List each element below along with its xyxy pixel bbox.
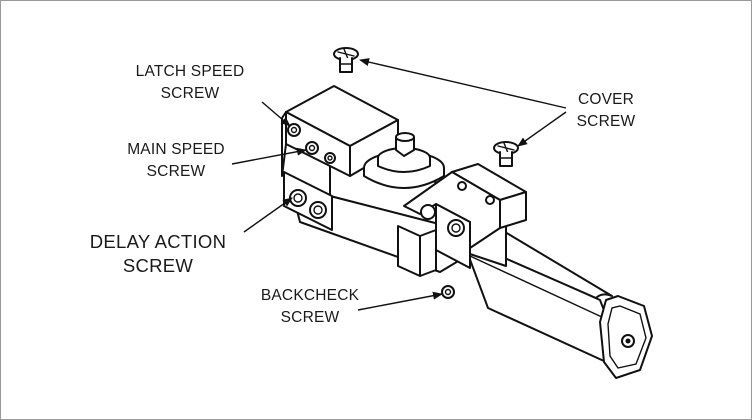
delay-action-screw <box>289 189 327 219</box>
svg-text:SCREW: SCREW <box>147 163 206 180</box>
main-speed-label: MAIN SPEED SCREW <box>127 141 225 180</box>
cover-screw-top <box>333 47 359 73</box>
cover-leader-right <box>517 111 567 147</box>
cover-leader-top <box>359 58 567 109</box>
cover-screw-right <box>493 141 519 167</box>
backcheck-label: BACKCHECK SCREW <box>261 287 360 326</box>
latch-speed-leader <box>261 101 291 127</box>
svg-text:DELAY ACTION: DELAY ACTION <box>90 231 227 252</box>
cover-label: COVER SCREW <box>577 91 636 130</box>
svg-text:BACKCHECK: BACKCHECK <box>261 287 360 304</box>
backcheck-screw <box>441 285 455 299</box>
main-speed-screw <box>305 141 336 164</box>
latch-speed-label: LATCH SPEED SCREW <box>136 63 245 102</box>
right-housing <box>403 163 527 269</box>
svg-text:SCREW: SCREW <box>281 309 340 326</box>
backcheck-leader <box>357 291 443 311</box>
svg-text:MAIN SPEED: MAIN SPEED <box>127 141 225 158</box>
svg-text:LATCH SPEED: LATCH SPEED <box>136 63 245 80</box>
svg-text:SCREW: SCREW <box>577 113 636 130</box>
svg-text:SCREW: SCREW <box>161 85 220 102</box>
delay-action-leader <box>243 197 293 233</box>
main-speed-leader <box>231 147 307 165</box>
svg-text:COVER: COVER <box>578 91 634 108</box>
delay-action-label: DELAY ACTION SCREW <box>90 231 227 276</box>
svg-text:SCREW: SCREW <box>123 255 194 276</box>
pinion <box>363 132 445 189</box>
cylinder-end-cap <box>599 295 653 379</box>
latch-speed-screw <box>287 123 301 137</box>
